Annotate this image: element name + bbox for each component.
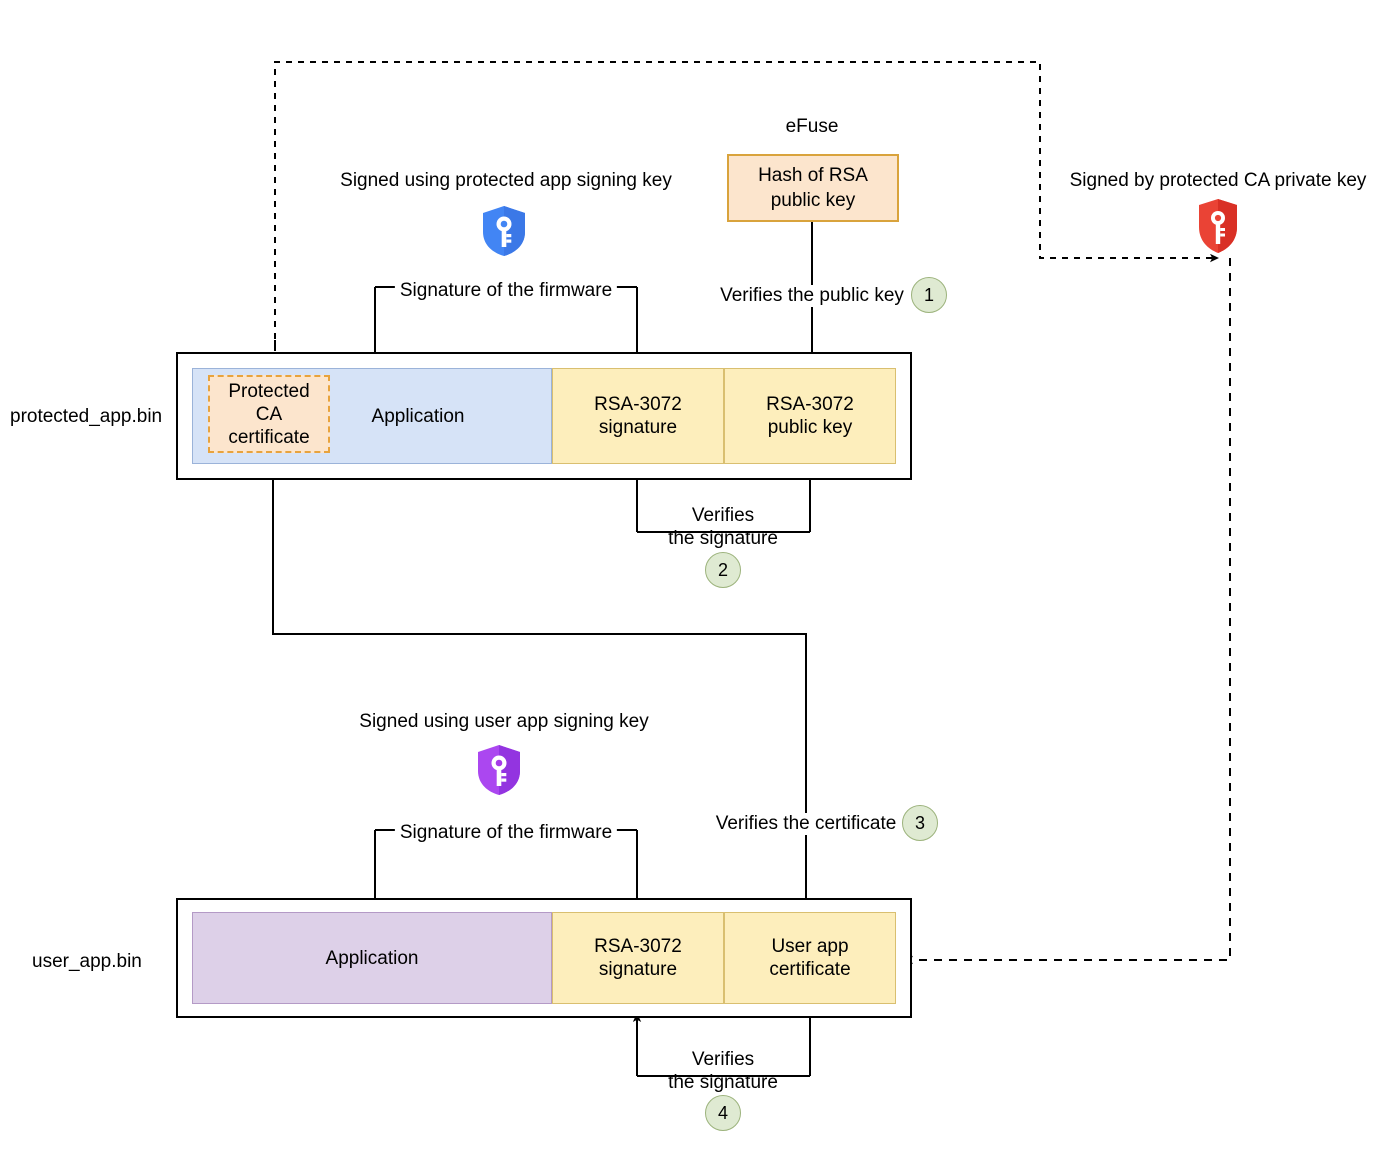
step-2-badge: 2 — [705, 552, 741, 588]
step-3-badge: 3 — [902, 805, 938, 841]
efuse-hash-box: Hash of RSA public key — [727, 154, 899, 222]
efuse-title: eFuse — [785, 116, 839, 137]
caption-signature-firmware-protected: Signature of the firmware — [394, 280, 618, 302]
protected-ca-cert-line2: CA — [255, 403, 283, 425]
shield-key-icon-blue — [481, 205, 527, 262]
protected-app-file-label: protected_app.bin — [10, 406, 163, 427]
efuse-hash-line1: Hash of RSA — [758, 165, 868, 186]
dashed-shield-to-user-cert — [904, 258, 1231, 965]
efuse-hash-line2: public key — [770, 190, 856, 211]
protected-app-rsa-signature-line1: RSA-3072 — [594, 394, 682, 415]
user-app-rsa-signature-segment: RSA-3072 signature — [552, 912, 724, 1004]
protected-ca-certificate-box: Protected CA certificate — [208, 375, 330, 453]
protected-app-rsa-public-key-line1: RSA-3072 — [766, 394, 854, 415]
step-1-badge: 1 — [911, 277, 947, 313]
step-2-label-line2: the signature — [668, 528, 778, 549]
protected-app-rsa-public-key-line2: public key — [767, 417, 853, 438]
step-4-label-line2: the signature — [668, 1072, 778, 1093]
user-app-application-label: Application — [325, 947, 419, 969]
step-1-label: Verifies the public key — [715, 285, 909, 307]
step-4-label-line1: Verifies — [691, 1049, 755, 1070]
user-app-rsa-signature-line2: signature — [598, 959, 678, 980]
caption-signature-firmware-user: Signature of the firmware — [394, 822, 618, 844]
user-app-certificate-line1: User app — [771, 936, 849, 957]
protected-app-application-label: Application — [371, 405, 465, 427]
protected-app-rsa-public-key-segment: RSA-3072 public key — [724, 368, 896, 464]
shield-key-icon-red — [1197, 198, 1239, 259]
user-app-certificate-line2: certificate — [769, 959, 851, 980]
annotation-signed-ca-private: Signed by protected CA private key — [1069, 170, 1367, 191]
step-2-label-line1: Verifies — [691, 505, 755, 526]
protected-app-rsa-signature-line2: signature — [598, 417, 678, 438]
protected-ca-cert-line3: certificate — [228, 426, 310, 448]
protected-app-rsa-signature-segment: RSA-3072 signature — [552, 368, 724, 464]
annotation-signed-protected-app: Signed using protected app signing key — [340, 170, 672, 191]
shield-key-icon-purple — [476, 744, 522, 801]
user-app-file-label: user_app.bin — [32, 951, 142, 972]
annotation-signed-user-app: Signed using user app signing key — [359, 711, 649, 732]
step-4-badge: 4 — [705, 1095, 741, 1131]
step-3-label: Verifies the certificate — [710, 813, 902, 835]
user-app-rsa-signature-line1: RSA-3072 — [594, 936, 682, 957]
protected-ca-cert-line1: Protected — [228, 380, 310, 402]
user-app-certificate-segment: User app certificate — [724, 912, 896, 1004]
user-app-application-segment: Application — [192, 912, 552, 1004]
